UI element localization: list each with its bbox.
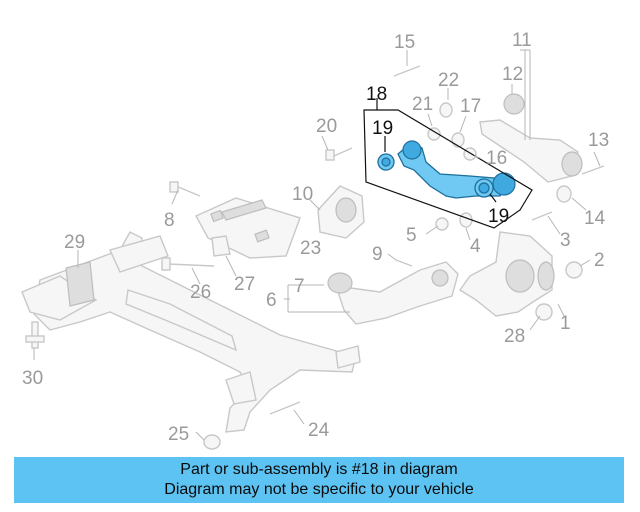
callout-13: 13: [588, 130, 609, 151]
callout-8: 8: [164, 210, 175, 231]
info-banner: Part or sub-assembly is #18 in diagram D…: [14, 457, 624, 503]
nut-5: [435, 217, 449, 231]
callout-4: 4: [470, 236, 481, 257]
control-arm-6: [327, 261, 459, 325]
bolt-8: [169, 181, 201, 197]
bolt-24: [269, 401, 301, 415]
callout-6: 6: [266, 290, 277, 311]
trailing-arm-11: [479, 93, 583, 183]
washer-21: [427, 127, 441, 141]
callout-9: 9: [372, 244, 383, 265]
knuckle-1: [458, 231, 555, 317]
callout-12: 12: [502, 64, 523, 85]
nut-25: [203, 434, 221, 450]
bolt-30: [25, 321, 45, 349]
callout-10: 10: [292, 184, 313, 205]
callout-23: 23: [300, 238, 321, 259]
callout-27: 27: [234, 274, 255, 295]
callout-30: 30: [22, 368, 43, 389]
nut-20: [325, 149, 335, 161]
parts-diagram: 1 2 3 4 5 6 7 8 9 10 11 12 13 14 15 16 1…: [21, 30, 609, 450]
bolt-15: [393, 65, 421, 77]
callout-21: 21: [412, 94, 433, 115]
bolt-3: [531, 211, 553, 221]
callout-14: 14: [584, 208, 606, 229]
banner-line-part: Part or sub-assembly is #18 in diagram: [180, 461, 458, 478]
washer-17: [451, 132, 465, 148]
control-arm-18-highlighted: [377, 140, 516, 199]
callout-numbers: 1 2 3 4 5 6 7 8 9 10 11 12 13 14 15 16 1…: [22, 30, 609, 445]
callout-18: 18: [366, 84, 387, 105]
callout-7: 7: [294, 276, 305, 297]
bushing-2: [565, 261, 583, 279]
callout-24: 24: [308, 420, 330, 441]
callout-29: 29: [64, 232, 85, 253]
bolt-20: [333, 147, 353, 157]
bolt-9: [395, 259, 413, 267]
callout-20: 20: [316, 116, 337, 137]
callout-17: 17: [460, 96, 481, 117]
callout-25: 25: [168, 424, 189, 445]
callout-15: 15: [394, 32, 415, 53]
banner-line-disclaimer: Diagram may not be specific to your vehi…: [164, 481, 474, 498]
bolt-26: [161, 257, 215, 271]
callout-2: 2: [594, 250, 605, 271]
rear-subframe: [21, 231, 361, 433]
highlight-outline-18: [363, 109, 533, 229]
bracket-23: [195, 197, 301, 259]
callout-1: 1: [560, 313, 571, 334]
mount-10: [317, 185, 365, 239]
callout-28: 28: [504, 326, 525, 347]
plate-27: [211, 235, 231, 257]
callout-26: 26: [190, 282, 211, 303]
callout-5: 5: [406, 225, 417, 246]
callout-19-right: 19: [488, 206, 509, 227]
callout-11: 11: [512, 30, 532, 51]
callout-22: 22: [438, 70, 459, 91]
nut-14: [556, 185, 572, 203]
nut-22: [439, 102, 453, 118]
callout-3: 3: [560, 230, 571, 251]
bolt-13: [581, 165, 605, 175]
callout-16: 16: [486, 148, 507, 169]
leader-lines: [33, 49, 601, 441]
callout-19-left: 19: [372, 118, 393, 139]
